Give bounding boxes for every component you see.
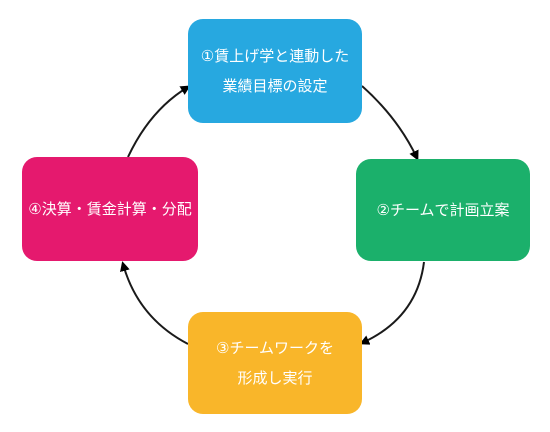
arrow-n4-to-n1 <box>127 85 191 158</box>
node-teamwork-execution: ③チームワークを 形成し実行 <box>188 312 362 414</box>
arrow-n1-to-n2 <box>361 85 419 161</box>
node-team-planning: ②チームで計画立案 <box>356 159 530 261</box>
node-label: ③チームワークを 形成し実行 <box>216 339 334 387</box>
node-wage-linked-targets: ①賃上げ学と連動した 業績目標の設定 <box>188 19 362 123</box>
node-label: ②チームで計画立案 <box>376 201 510 219</box>
node-label: ①賃上げ学と連動した 業績目標の設定 <box>200 47 350 95</box>
node-settlement-distribution: ④決算・賃金計算・分配 <box>22 157 198 261</box>
node-label: ④決算・賃金計算・分配 <box>28 200 192 218</box>
arrow-n2-to-n3 <box>359 261 425 345</box>
arrow-n3-to-n4 <box>120 261 189 345</box>
